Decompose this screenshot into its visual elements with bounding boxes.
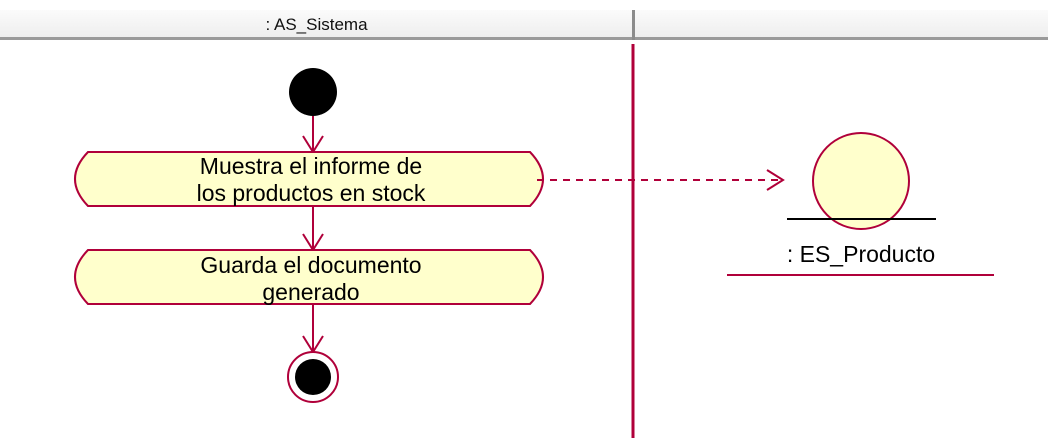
initial-node[interactable]: [289, 68, 337, 116]
swimlane-header: : AS_Sistema: [0, 0, 1048, 44]
swimlane-header-band: [0, 10, 1048, 40]
swimlane-header-divider[interactable]: [632, 10, 635, 40]
activity-shape: [74, 249, 544, 305]
activity-label-line-2: los productos en stock: [197, 180, 426, 206]
activity-label-line-1: Muestra el informe de: [200, 153, 422, 179]
activity-muestra-informe[interactable]: Muestra el informe de los productos en s…: [74, 151, 544, 207]
object-shape: [812, 132, 910, 230]
activity-label-line-1: Guarda el documento: [200, 252, 421, 278]
object-node-es-producto[interactable]: : ES_Producto: [727, 132, 994, 276]
activity-shape: [74, 151, 544, 207]
swimlane-title-as-sistema[interactable]: : AS_Sistema: [265, 15, 368, 34]
final-node[interactable]: [287, 351, 339, 403]
activity-guarda-documento[interactable]: Guarda el documento generado: [74, 249, 544, 305]
object-label: : ES_Producto: [787, 241, 935, 267]
final-node-core: [295, 359, 331, 395]
activity-label-line-2: generado: [262, 279, 359, 305]
